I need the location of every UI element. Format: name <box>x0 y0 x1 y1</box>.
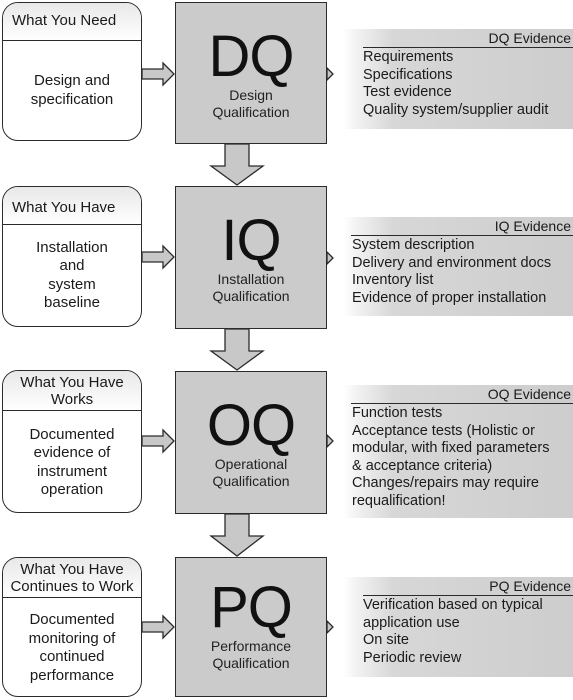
evidence-item: Quality system/supplier audit <box>363 101 549 118</box>
evidence-item: Changes/repairs may require <box>352 475 539 491</box>
card-body-line: Design and <box>34 72 110 89</box>
oq-evidence-panel: OQ Evidence Function tests Acceptance te… <box>343 385 573 518</box>
oq-evidence-list: Function tests Acceptance tests (Holisti… <box>343 404 573 510</box>
pq-evidence-panel: PQ Evidence Verification based on typica… <box>343 577 573 677</box>
evidence-item: Function tests <box>352 405 443 421</box>
card-body-line: instrument <box>36 462 108 480</box>
divider <box>363 595 573 596</box>
need-to-dq-arrow <box>141 61 175 87</box>
need-to-iq-arrow <box>141 244 175 270</box>
pq-evidence-title: PQ Evidence <box>489 578 571 594</box>
dq-code: DQ <box>208 24 295 89</box>
evidence-item: modular, with fixed parameters <box>352 440 550 456</box>
evidence-item: Verification based on typical <box>363 597 543 613</box>
evidence-item: Specifications <box>363 66 453 83</box>
need-to-oq-arrow <box>141 428 175 454</box>
card-body-line: specification <box>30 90 114 108</box>
oq-box: OQ Operational Qualification <box>175 371 327 514</box>
card-title: What You Have Works <box>3 371 141 411</box>
card-title-text: What You Have Continues to Work <box>10 561 134 595</box>
evidence-item: Test evidence <box>363 84 452 100</box>
evidence-item: application use <box>363 614 460 631</box>
dq-to-iq-arrow <box>209 143 265 186</box>
iq-box: IQ Installation Qualification <box>175 186 327 329</box>
divider <box>363 47 573 48</box>
iq-to-oq-arrow <box>209 328 265 371</box>
pq-evidence-list: Verification based on typical applicatio… <box>343 596 573 667</box>
evidence-item: Inventory list <box>352 272 434 288</box>
oq-to-pq-arrow <box>209 513 265 557</box>
evidence-item: On site <box>363 632 409 648</box>
what-you-have-works-card: What You Have Works Documented evidence … <box>2 370 142 513</box>
oq-name-line: Qualification <box>212 473 290 489</box>
iq-code: IQ <box>221 208 281 273</box>
what-you-have-continues-card: What You Have Continues to Work Document… <box>2 557 142 697</box>
iq-name-line: Installation <box>217 271 285 287</box>
dq-evidence-title: DQ Evidence <box>488 30 571 46</box>
card-body: Installation and system baseline <box>3 225 141 326</box>
oq-code: OQ <box>206 393 296 458</box>
evidence-item: Periodic review <box>363 649 462 666</box>
card-body-line: continued <box>39 648 105 665</box>
dq-name-line: Qualification <box>212 104 290 120</box>
iq-name-line: Qualification <box>212 288 290 304</box>
dq-evidence-panel: DQ Evidence Requirements Specifications … <box>343 29 573 129</box>
evidence-item: requalification! <box>352 492 446 509</box>
card-body-line: performance <box>29 666 115 684</box>
pq-box: PQ Performance Qualification <box>175 557 327 697</box>
oq-name-line: Operational <box>214 456 288 472</box>
card-body-line: system <box>48 275 96 293</box>
divider <box>351 235 573 236</box>
card-body-line: operation <box>40 481 104 498</box>
card-title: What You Have Continues to Work <box>3 558 141 598</box>
pq-name-line: Qualification <box>212 655 290 671</box>
card-body-line: and <box>59 257 85 274</box>
card-body: Design and specification <box>3 41 141 140</box>
iq-evidence-list: System description Delivery and environm… <box>343 236 573 307</box>
evidence-item: Delivery and environment docs <box>352 254 552 271</box>
card-body-line: evidence of <box>33 444 111 461</box>
card-title-text: What You Have Works <box>20 374 124 408</box>
card-title: What You Need <box>3 3 141 41</box>
dq-evidence-list: Requirements Specifications Test evidenc… <box>343 48 573 119</box>
what-you-need-card: What You Need Design and specification <box>2 2 142 141</box>
iq-evidence-panel: IQ Evidence System description Delivery … <box>343 217 573 316</box>
card-body: Documented evidence of instrument operat… <box>3 411 141 512</box>
pq-code: PQ <box>210 575 293 640</box>
card-body-line: Installation <box>36 238 108 256</box>
pq-name-line: Performance <box>210 638 292 654</box>
divider <box>351 403 573 404</box>
card-body-line: Documented <box>29 611 115 628</box>
evidence-item: Acceptance tests (Holistic or <box>352 422 535 439</box>
dq-box: DQ Design Qualification <box>175 2 327 144</box>
card-title: What You Have <box>3 187 141 225</box>
card-body-line: Documented <box>29 425 115 443</box>
evidence-item: System description <box>352 237 475 253</box>
dq-name-line: Design <box>229 87 273 103</box>
card-body-line: monitoring of <box>28 629 116 647</box>
card-body: Documented monitoring of continued perfo… <box>3 598 141 696</box>
iq-evidence-title: IQ Evidence <box>494 218 571 234</box>
what-you-have-card: What You Have Installation and system ba… <box>2 186 142 327</box>
evidence-item: & acceptance criteria) <box>352 457 493 474</box>
need-to-pq-arrow <box>141 614 175 640</box>
evidence-item: Requirements <box>363 49 454 65</box>
evidence-item: Evidence of proper installation <box>352 289 547 306</box>
card-body-line: baseline <box>44 294 100 311</box>
oq-evidence-title: OQ Evidence <box>487 386 571 402</box>
